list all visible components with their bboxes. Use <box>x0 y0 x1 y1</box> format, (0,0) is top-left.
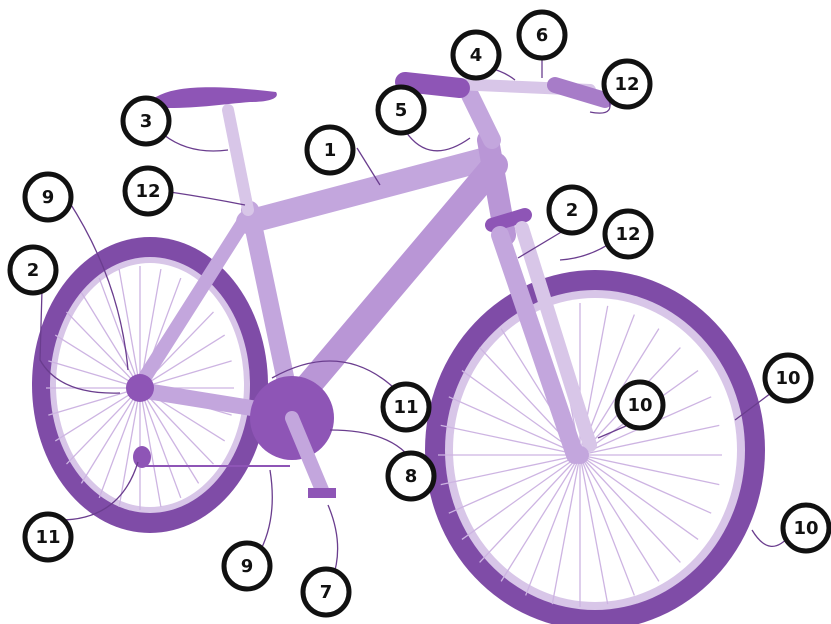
callout-label: 10 <box>627 395 652 416</box>
callout-label: 12 <box>615 224 640 245</box>
callout-front-tire-upper: 10 <box>765 355 811 401</box>
callout-shifter: 12 <box>604 61 650 107</box>
callout-label: 5 <box>395 100 408 121</box>
callout-label: 11 <box>35 527 60 548</box>
callout-label: 10 <box>775 368 800 389</box>
callout-chain: 9 <box>224 543 270 589</box>
callout-front-hub: 10 <box>617 382 663 428</box>
callout-label: 12 <box>614 74 639 95</box>
front-hub-shape <box>571 446 589 464</box>
callout-rear-derailleur: 9 <box>25 174 71 220</box>
callout-rear-suspension: 2 <box>10 247 56 293</box>
callout-label: 3 <box>140 111 153 132</box>
right-grip <box>555 85 605 100</box>
callout-label: 12 <box>135 181 160 202</box>
left-grip <box>405 82 460 88</box>
callout-label: 7 <box>320 582 333 603</box>
callout-label: 9 <box>241 556 254 577</box>
stem-bar <box>470 95 492 140</box>
callout-rear-cassette: 11 <box>25 514 71 560</box>
saddle-shape <box>152 87 277 108</box>
callout-label: 6 <box>536 25 549 46</box>
callout-label: 8 <box>405 466 418 487</box>
callout-front-tire-lower: 10 <box>783 505 829 551</box>
callout-label: 2 <box>27 260 40 281</box>
callout-label: 4 <box>470 45 483 66</box>
callout-label: 1 <box>324 140 337 161</box>
callout-seat-clamp: 12 <box>125 168 171 214</box>
callout-bottom-bracket: 11 <box>383 384 429 430</box>
derailleur-shape <box>133 446 151 468</box>
callout-chainring: 8 <box>388 453 434 499</box>
callout-handlebar: 6 <box>519 12 565 58</box>
callout-label: 2 <box>566 200 579 221</box>
callout-front-suspension: 2 <box>549 187 595 233</box>
seat-post <box>228 110 248 210</box>
callout-frame: 1 <box>307 127 353 173</box>
callout-label: 11 <box>393 397 418 418</box>
cassette-shape <box>126 374 154 402</box>
callout-label: 9 <box>42 187 55 208</box>
pedal-shape <box>308 488 336 498</box>
callout-pedal: 7 <box>303 569 349 615</box>
callout-stem: 4 <box>453 32 499 78</box>
front-wheel-inner <box>453 298 737 602</box>
callout-brake-lever: 5 <box>378 87 424 133</box>
handlebar-shape <box>405 82 605 140</box>
callout-front-brake: 12 <box>605 211 651 257</box>
callout-label: 10 <box>793 518 818 539</box>
callout-saddle: 3 <box>123 98 169 144</box>
